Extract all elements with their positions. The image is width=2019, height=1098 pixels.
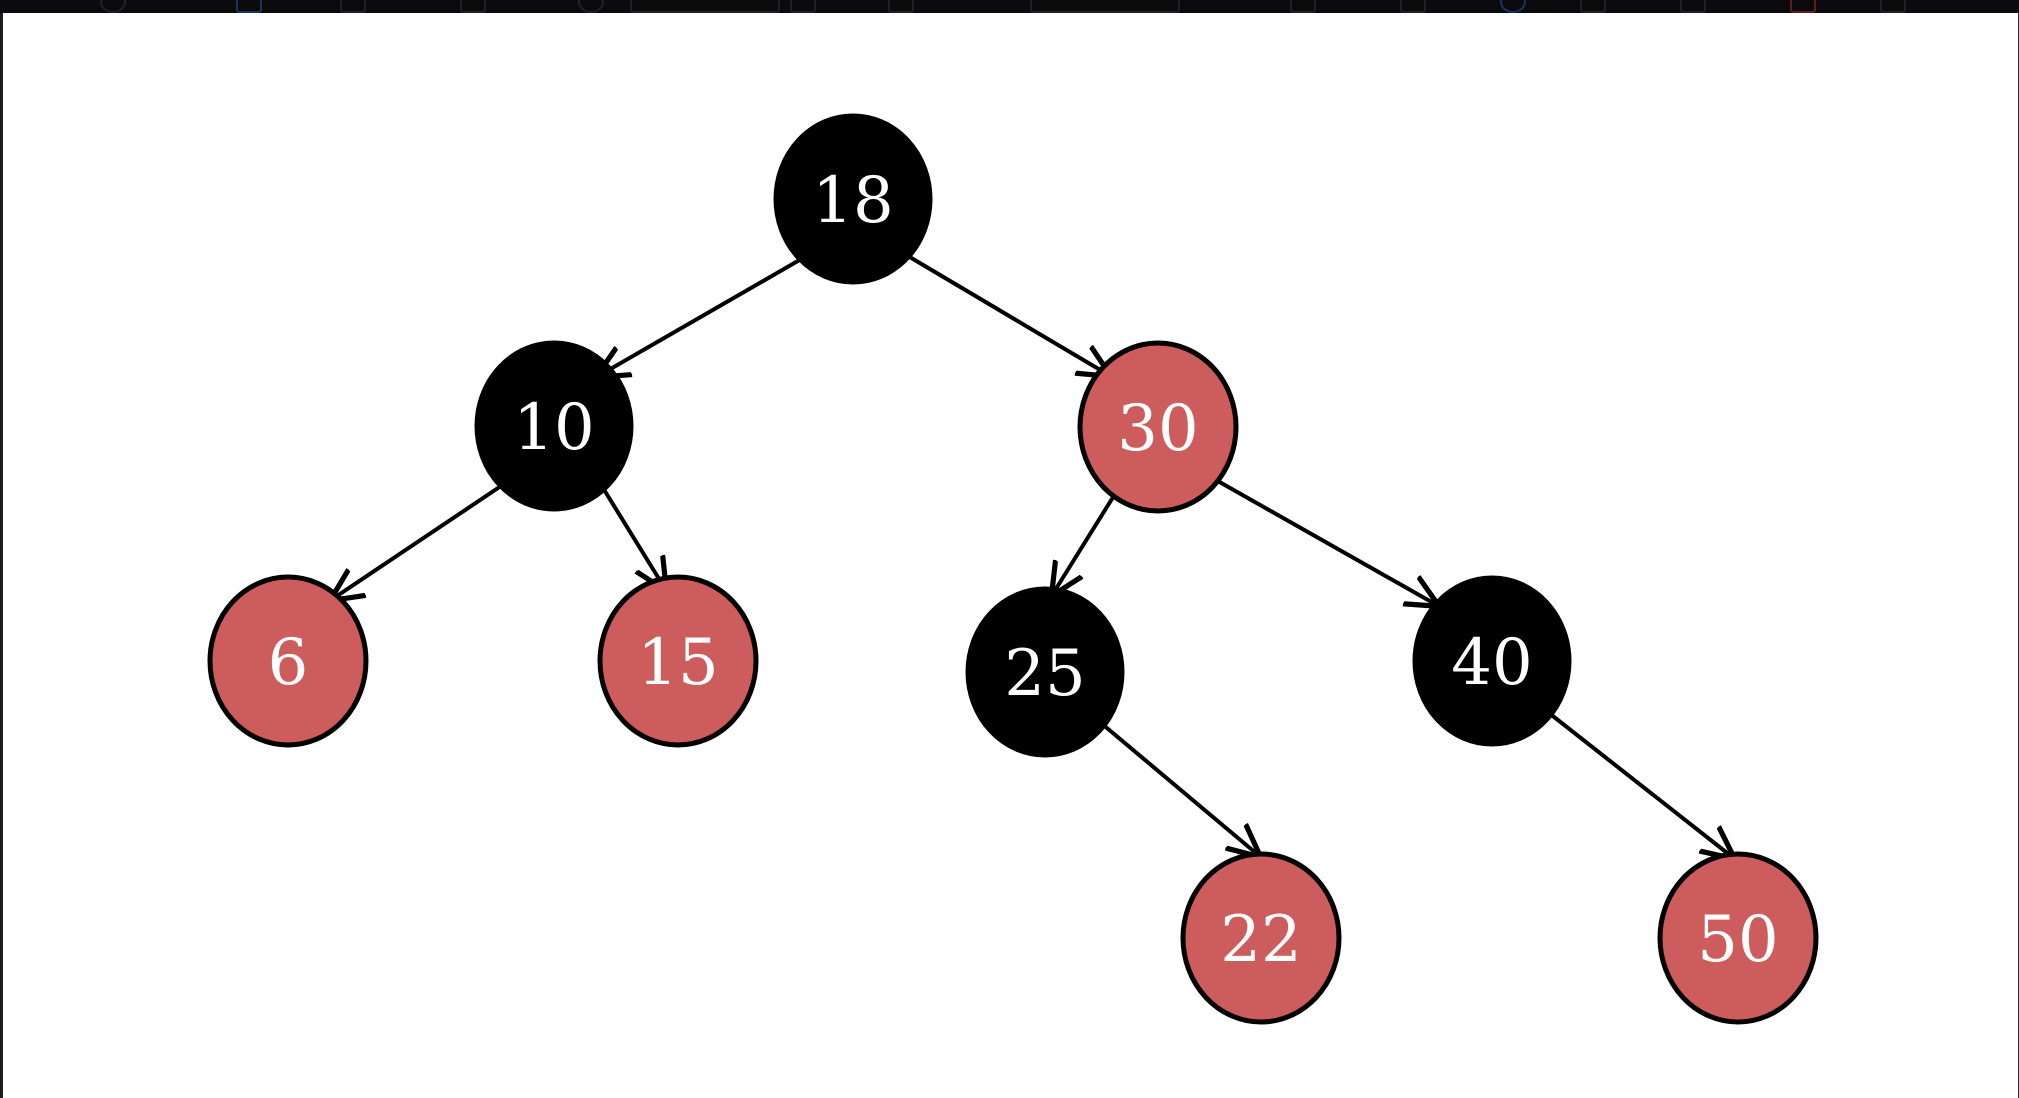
node-circle-22[interactable] bbox=[1180, 851, 1342, 1025]
dock-icon-calculator[interactable] bbox=[1680, 0, 1706, 13]
node-label-15: 15 bbox=[637, 626, 718, 700]
tree-node-15[interactable]: 15 bbox=[597, 574, 759, 748]
dock-icon-graph[interactable] bbox=[1400, 0, 1426, 13]
node-circle-15[interactable] bbox=[597, 574, 759, 748]
diagram-canvas: 18 10 30 6 15 25 40 22 50 bbox=[0, 13, 2019, 1098]
dock-icon-search[interactable] bbox=[1500, 0, 1526, 13]
node-label-18: 18 bbox=[812, 164, 893, 238]
dock-icon-circle[interactable] bbox=[578, 0, 604, 13]
dock-icon-arc[interactable] bbox=[100, 0, 126, 13]
node-label-50: 50 bbox=[1697, 903, 1778, 977]
top-dock[interactable] bbox=[0, 0, 2019, 13]
dock-icon-bookmark[interactable] bbox=[236, 0, 262, 13]
dock-icon-image[interactable] bbox=[340, 0, 366, 13]
tree-node-50[interactable]: 50 bbox=[1657, 851, 1819, 1025]
tree-node-10[interactable]: 10 bbox=[474, 340, 634, 512]
red-black-tree-svg: 18 10 30 6 15 25 40 22 50 bbox=[207, 113, 1819, 1025]
tree-node-25[interactable]: 25 bbox=[965, 586, 1125, 758]
node-label-6: 6 bbox=[268, 626, 309, 700]
dock-icon-trapezoid[interactable] bbox=[1880, 0, 1906, 13]
tree-edge-n40-to-n50 bbox=[1547, 711, 1731, 856]
tree-node-18[interactable]: 18 bbox=[773, 113, 933, 285]
tree-node-6[interactable]: 6 bbox=[207, 574, 369, 748]
tree-edge-n10-to-n15 bbox=[601, 486, 664, 587]
dock-icon-terminal[interactable] bbox=[1580, 0, 1606, 13]
node-label-30: 30 bbox=[1117, 392, 1198, 466]
node-label-25: 25 bbox=[1004, 637, 1085, 711]
node-circle-30[interactable] bbox=[1077, 340, 1239, 514]
tree-edge-n25-to-n22 bbox=[1099, 721, 1257, 854]
tree-edge-n10-to-n6 bbox=[334, 484, 503, 598]
node-circle-50[interactable] bbox=[1657, 851, 1819, 1025]
dock-icon-window[interactable] bbox=[1030, 0, 1180, 13]
node-circle-10[interactable] bbox=[474, 340, 634, 512]
tree-node-40[interactable]: 40 bbox=[1412, 575, 1572, 747]
node-circle-40[interactable] bbox=[1412, 575, 1572, 747]
dock-icon-recorder[interactable] bbox=[1790, 0, 1816, 13]
tree-edge-n30-to-n40 bbox=[1215, 478, 1435, 604]
node-circle-18[interactable] bbox=[773, 113, 933, 285]
tree-node-22[interactable]: 22 bbox=[1180, 851, 1342, 1025]
node-label-22: 22 bbox=[1220, 903, 1301, 977]
dock-icon-mail[interactable] bbox=[1290, 0, 1316, 13]
node-label-40: 40 bbox=[1451, 626, 1532, 700]
dock-icon-camera[interactable] bbox=[460, 0, 486, 13]
tree-edge-n30-to-n25 bbox=[1054, 492, 1117, 592]
dock-icon-chevron[interactable] bbox=[790, 0, 816, 13]
tree-node-30[interactable]: 30 bbox=[1077, 340, 1239, 514]
node-circle-6[interactable] bbox=[207, 574, 369, 748]
node-circle-25[interactable] bbox=[965, 586, 1125, 758]
dock-icon-panel[interactable] bbox=[630, 0, 780, 13]
tree-edge-n18-to-n10 bbox=[600, 256, 804, 375]
node-label-10: 10 bbox=[513, 391, 594, 465]
tree-edge-n18-to-n30 bbox=[906, 254, 1107, 374]
dock-icon-document[interactable] bbox=[888, 0, 914, 13]
tree-edges bbox=[334, 254, 1731, 856]
tree-nodes: 18 10 30 6 15 25 40 22 50 bbox=[207, 113, 1819, 1025]
